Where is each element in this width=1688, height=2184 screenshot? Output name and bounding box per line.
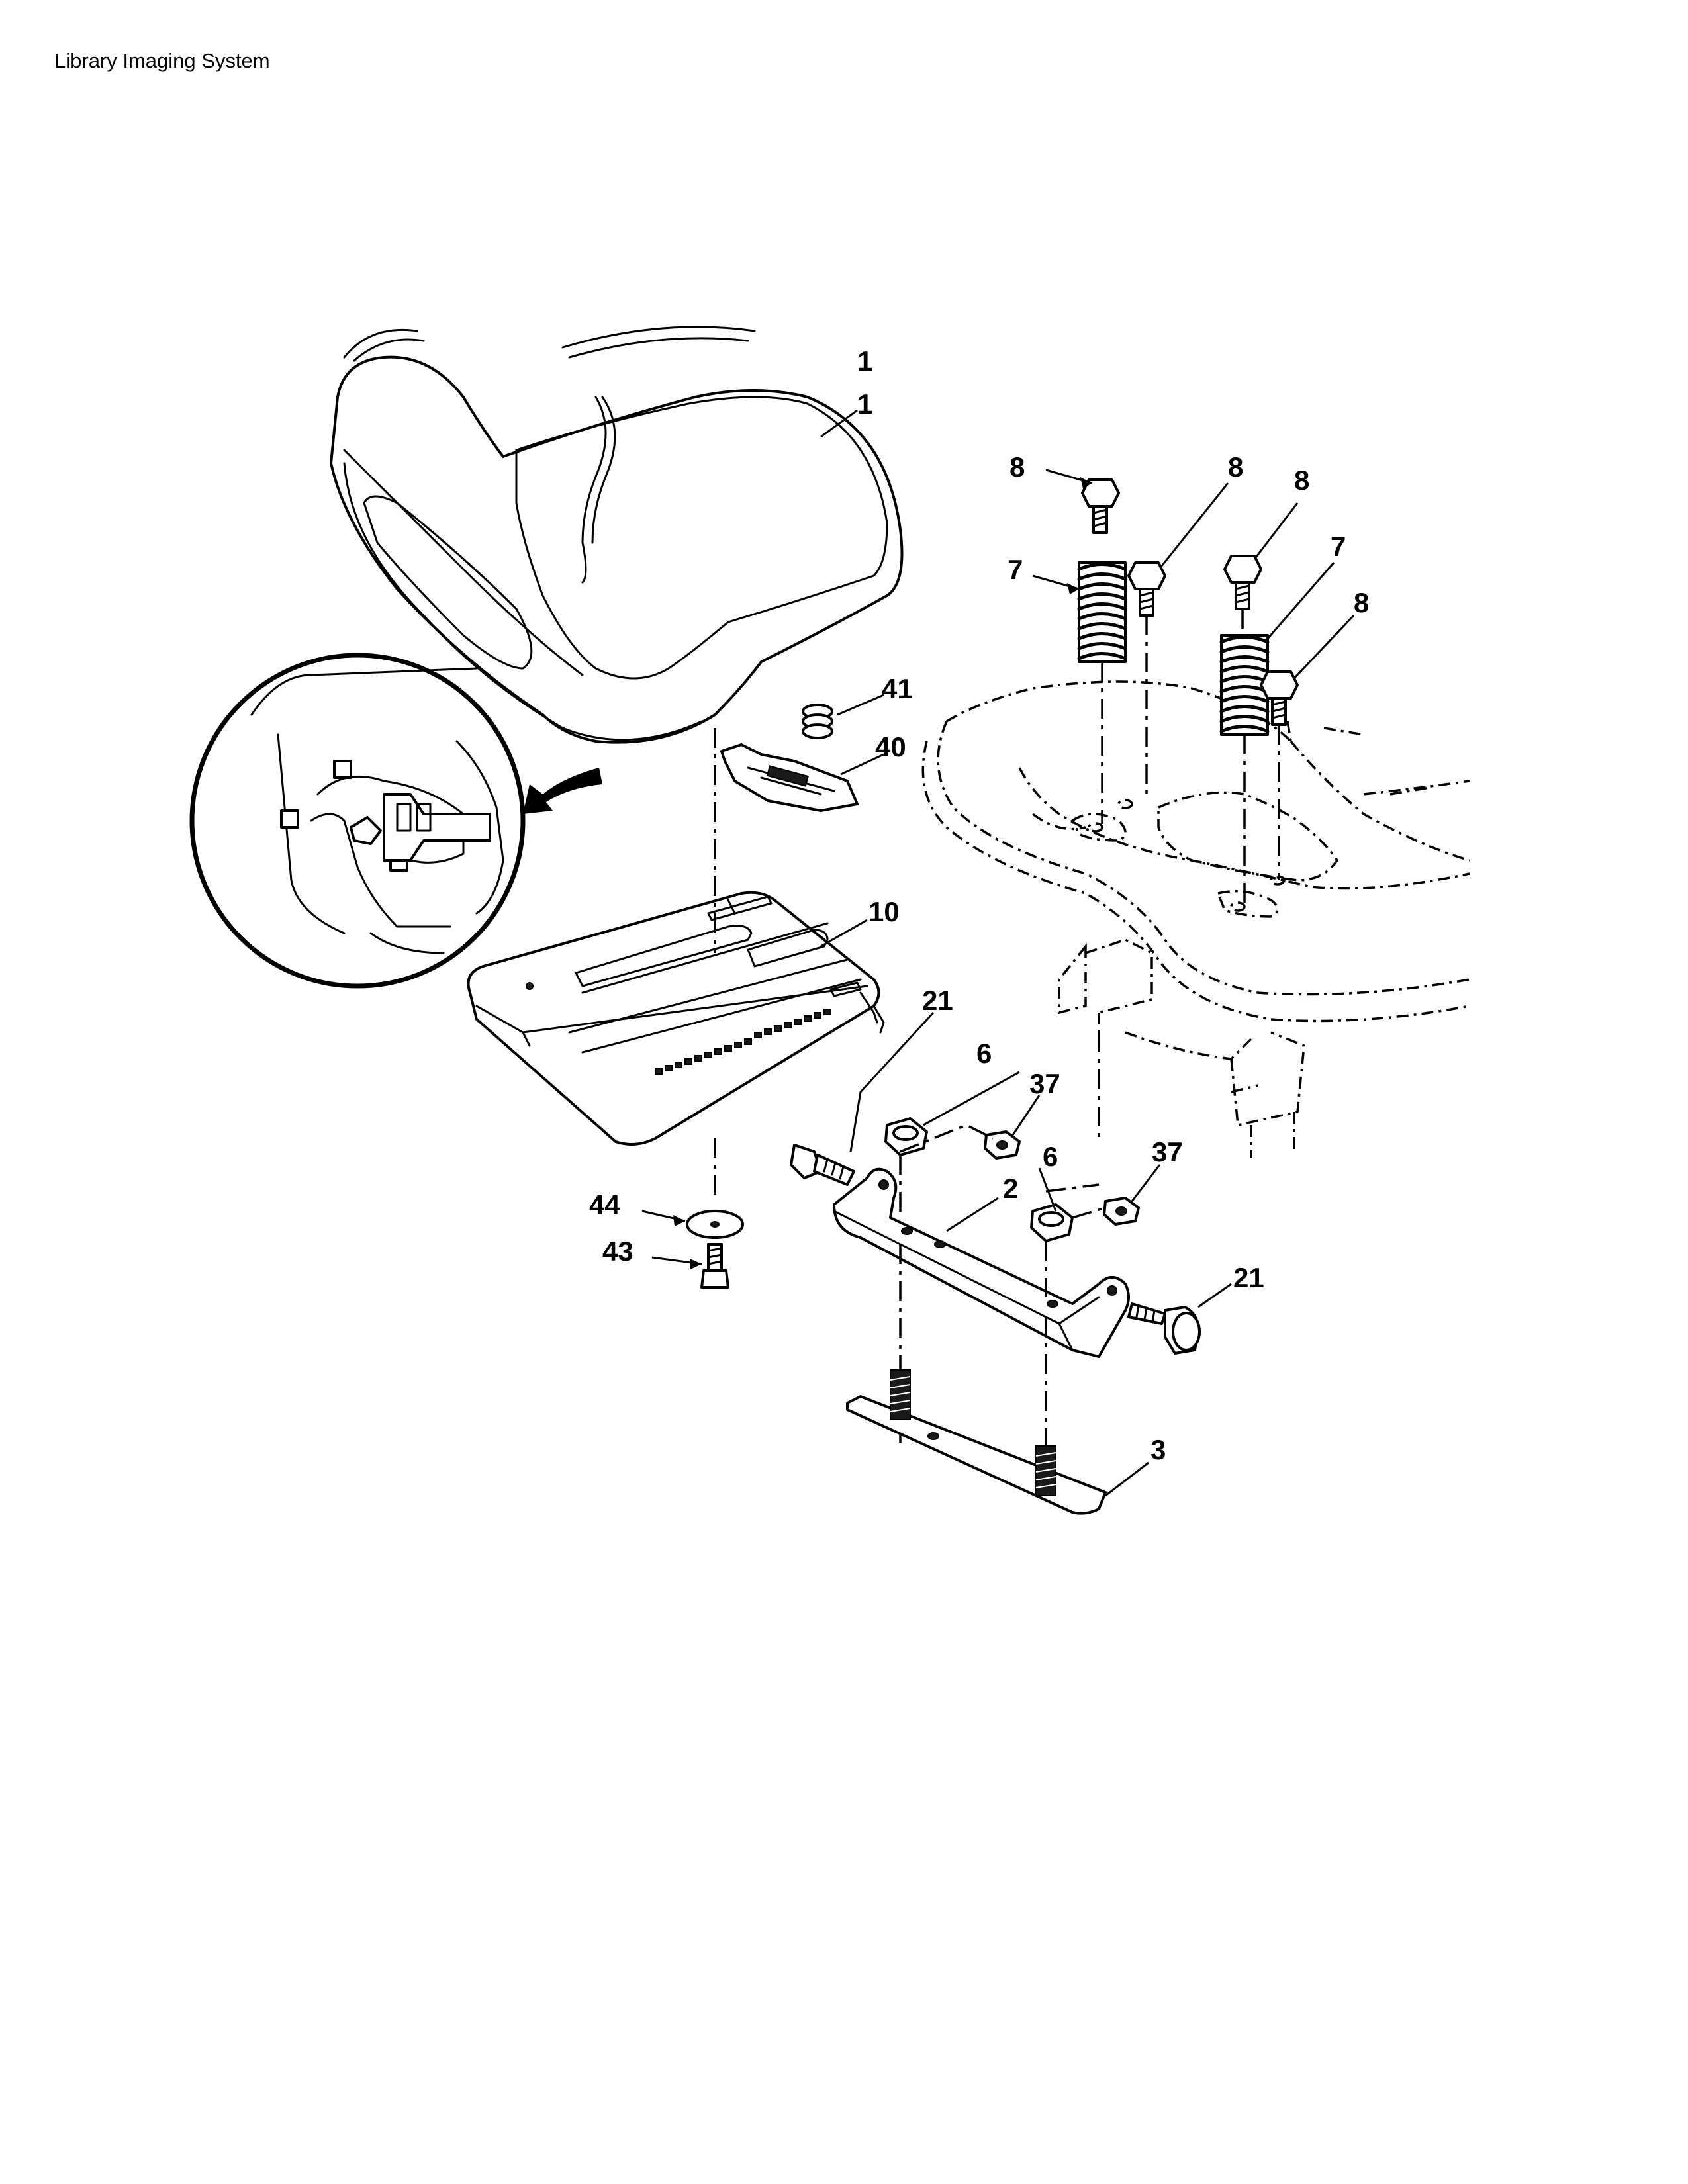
callout-leaders [641,409,1355,1497]
callout-2: 2 [1003,1173,1018,1204]
callout-21-left: 21 [922,985,953,1016]
bolt-part-8-d [1260,670,1299,726]
nut-part-37-right [1103,1197,1140,1226]
callout-1: 1 [857,388,872,420]
bolt-part-8-c [1223,555,1262,610]
bolt-part-8-b [1127,561,1166,617]
nut-part-37-left [984,1130,1021,1160]
callout-labels: 1 1 41 40 10 21 6 37 2 6 37 21 3 44 43 8… [589,345,1369,1465]
detail-inset [189,653,526,989]
pivot-bracket-part-2 [833,1167,1130,1358]
callout-8-d: 8 [1354,587,1369,618]
callout-3: 3 [1150,1434,1166,1465]
bolt-part-8-a [1081,478,1120,534]
latch-plate-part-40 [720,743,859,812]
callout-37-right: 37 [1152,1136,1183,1167]
callout-8-c: 8 [1294,465,1309,496]
header-title: Library Imaging System [54,49,270,72]
spring-part-7-right [1219,634,1270,736]
callout-6-right: 6 [1043,1141,1058,1172]
seat-pan-part-10 [467,891,885,1146]
callout-43: 43 [602,1236,633,1267]
washer-part-44 [686,1210,744,1239]
callout-37-left: 37 [1029,1068,1060,1099]
lock-nut-part-6-right [1030,1203,1074,1242]
seat [330,326,904,744]
callout-7-right: 7 [1331,531,1346,562]
base-plate-part-3 [846,1369,1107,1515]
stud-right [1035,1445,1056,1496]
callout-10: 10 [868,896,900,927]
callout-40: 40 [875,731,906,762]
spring-part-7-left [1077,561,1127,663]
callout-44: 44 [589,1189,620,1220]
frame-phantom [921,680,1470,1158]
shoulder-bolt-part-21-left [790,1144,855,1186]
detail-arrow-icon [523,768,602,814]
shoulder-bolt-part-21-right [1127,1302,1201,1355]
seat-pan-holes [655,1009,831,1075]
spring-part-41 [802,704,833,739]
stud-left [890,1369,911,1420]
callout-41: 41 [882,673,913,704]
callout-6-left: 6 [976,1038,992,1069]
callout-8-a: 8 [1009,451,1025,482]
callout-1-top: 1 [857,345,872,377]
callout-7-left: 7 [1008,554,1023,585]
callout-8-b: 8 [1228,451,1243,482]
bolt-part-43 [700,1243,729,1289]
callout-21-right: 21 [1233,1262,1264,1293]
